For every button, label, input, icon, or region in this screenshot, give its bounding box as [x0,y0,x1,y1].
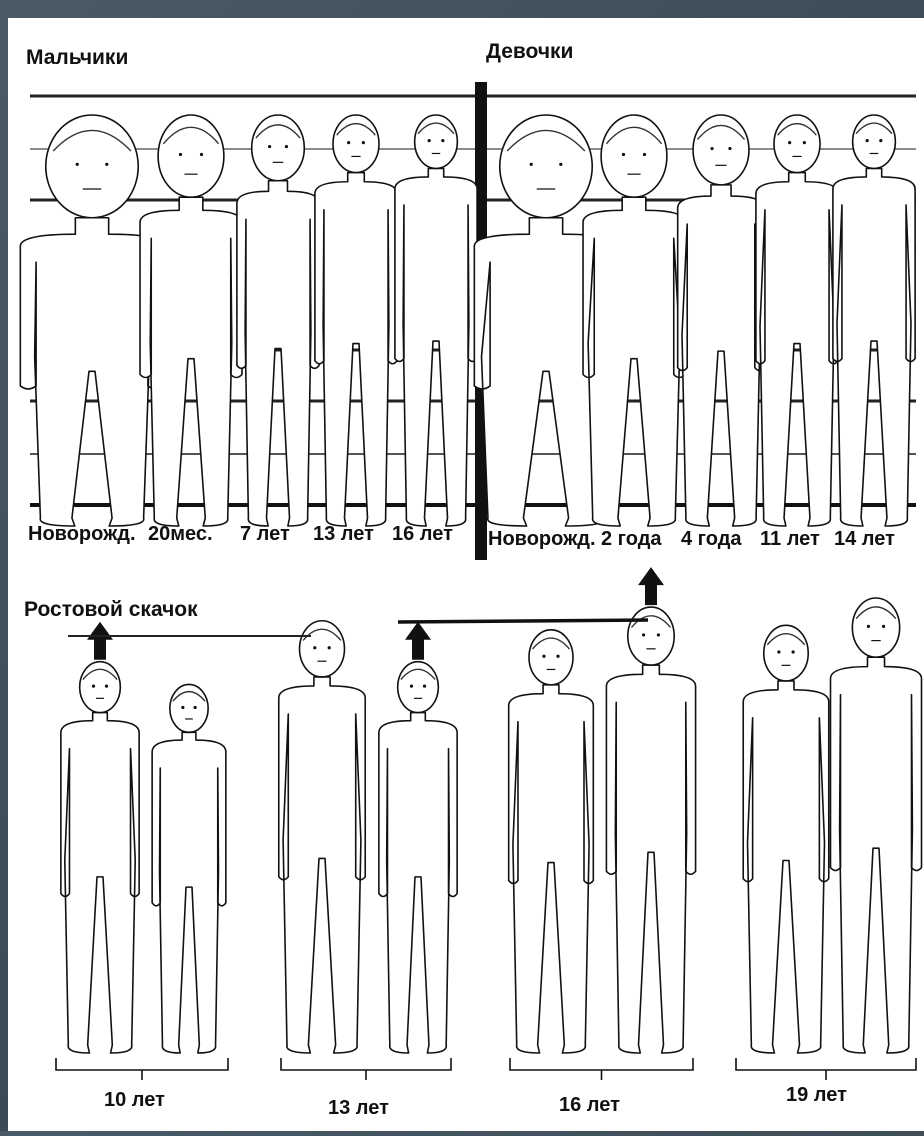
bottom-figures [56,567,922,1080]
girl-figure-2-body [583,197,685,526]
boy-figure-1-eye [76,163,79,166]
girl-figure-2 [583,115,685,526]
boy-figure-2-eye [200,153,203,156]
spurt-figure-1-boy-eye [181,706,184,709]
spurt-figure-3-girl-eye [542,655,545,658]
girl-figure-5-eye [866,139,869,142]
diagram-canvas: Мальчики Девочки Новорожд. 20мес. 7 лет … [8,18,924,1131]
boy-figure-3-body [237,181,319,526]
boy-figure-4-eye [362,141,365,144]
spurt-figure-4-boy-eye [867,625,870,628]
girl-figure-3-eye [710,147,713,150]
age-bracket-3 [510,1058,693,1080]
spurt-figure-1-boy [152,684,226,1053]
age-bracket-4 [736,1058,916,1080]
spurt-figure-4-boy [831,598,922,1053]
girl-figure-5-eye [879,139,882,142]
age-bracket-1 [56,1058,228,1080]
girl-figure-4-eye [803,141,806,144]
girl-label-3: 4 года [681,528,742,550]
spurt-figure-4-girl-eye [792,650,795,653]
spurt-figure-1-girl [61,662,139,1053]
spurt-figure-4-boy-eye [882,625,885,628]
top-figures [20,115,915,526]
spurt-figure-3-girl-eye [556,655,559,658]
height-reference-line-2 [398,620,648,622]
boy-figure-2 [140,115,242,526]
growth-proportions-diagram: Мальчики Девочки Новорожд. 20мес. 7 лет … [8,18,924,1131]
girl-figure-4-eye [788,141,791,144]
spurt-figure-2-boy-eye [410,685,413,688]
spurt-figure-3-boy [606,607,695,1053]
girl-figure-3-eye [728,147,731,150]
spurt-figure-4-boy-body [831,657,922,1053]
boy-label-4: 13 лет [313,523,374,545]
girl-figure-3 [678,115,765,526]
boy-figure-1-eye [105,163,108,166]
growth-spurt-title: Ростовой скачок [24,598,198,621]
spurt-figure-1-boy-eye [194,706,197,709]
boy-figure-5-eye [441,139,444,142]
boy-label-1: Новорожд. [28,523,136,545]
boy-figure-3 [237,115,319,526]
spurt-figure-4-girl [743,625,829,1053]
spurt-figure-2-girl [279,621,365,1053]
boy-figure-2-body [140,197,242,526]
girl-figure-5 [833,115,915,526]
girl-figure-3-body [678,185,765,526]
boy-figure-4 [315,115,397,526]
spurt-figure-3-boy-eye [657,633,660,636]
spurt-figure-3-boy-body [606,665,695,1053]
girl-figure-2-eye [643,153,646,156]
spurt-figure-2-boy-body [379,713,457,1053]
age-label-13: 13 лет [328,1097,389,1119]
girl-label-1: Новорожд. [488,528,596,550]
spurt-figure-1-girl-eye [92,685,95,688]
spurt-figure-3-girl [509,630,594,1053]
spurt-figure-1-boy-body [152,732,226,1053]
boy-label-2: 20мес. [148,523,213,545]
boy-label-3: 7 лет [240,523,290,545]
spurt-figure-2-girl-body [279,677,365,1053]
spurt-figure-2-girl-eye [313,646,316,649]
spurt-figure-1-girl-eye [105,685,108,688]
boy-figure-3-eye [285,145,288,148]
spurt-figure-2-boy [379,662,457,1053]
boy-label-5: 16 лет [392,523,453,545]
spurt-figure-2-girl-eye [328,646,331,649]
boy-figure-2-eye [179,153,182,156]
growth-arrow-1 [87,622,113,660]
spurt-figure-2-boy-eye [423,685,426,688]
girl-figure-4 [756,115,838,526]
girl-label-4: 11 лет [760,528,820,550]
boy-figure-5 [395,115,477,526]
spurt-figure-1-girl-body [61,713,139,1053]
girl-label-2: 2 года [601,528,662,550]
girl-figure-5-body [833,168,915,526]
spurt-figure-3-boy-eye [642,633,645,636]
spurt-figure-3-girl-body [509,685,594,1053]
growth-arrow-2 [405,622,431,660]
growth-arrow-3 [638,567,664,605]
girl-label-5: 14 лет [834,528,895,550]
boy-figure-5-body [395,168,477,526]
boy-figure-3-eye [268,145,271,148]
girls-header: Девочки [486,40,573,63]
girl-figure-1-eye [530,163,533,166]
age-label-16: 16 лет [559,1094,620,1116]
girl-figure-1-eye [559,163,562,166]
age-label-19: 19 лет [786,1084,847,1106]
spurt-figure-4-girl-eye [777,650,780,653]
boy-figure-4-eye [347,141,350,144]
age-label-10: 10 лет [104,1089,165,1111]
girl-figure-2-eye [622,153,625,156]
boy-figure-5-eye [428,139,431,142]
age-bracket-2 [281,1058,451,1080]
spurt-figure-4-girl-body [743,681,829,1053]
boys-header: Мальчики [26,46,128,69]
